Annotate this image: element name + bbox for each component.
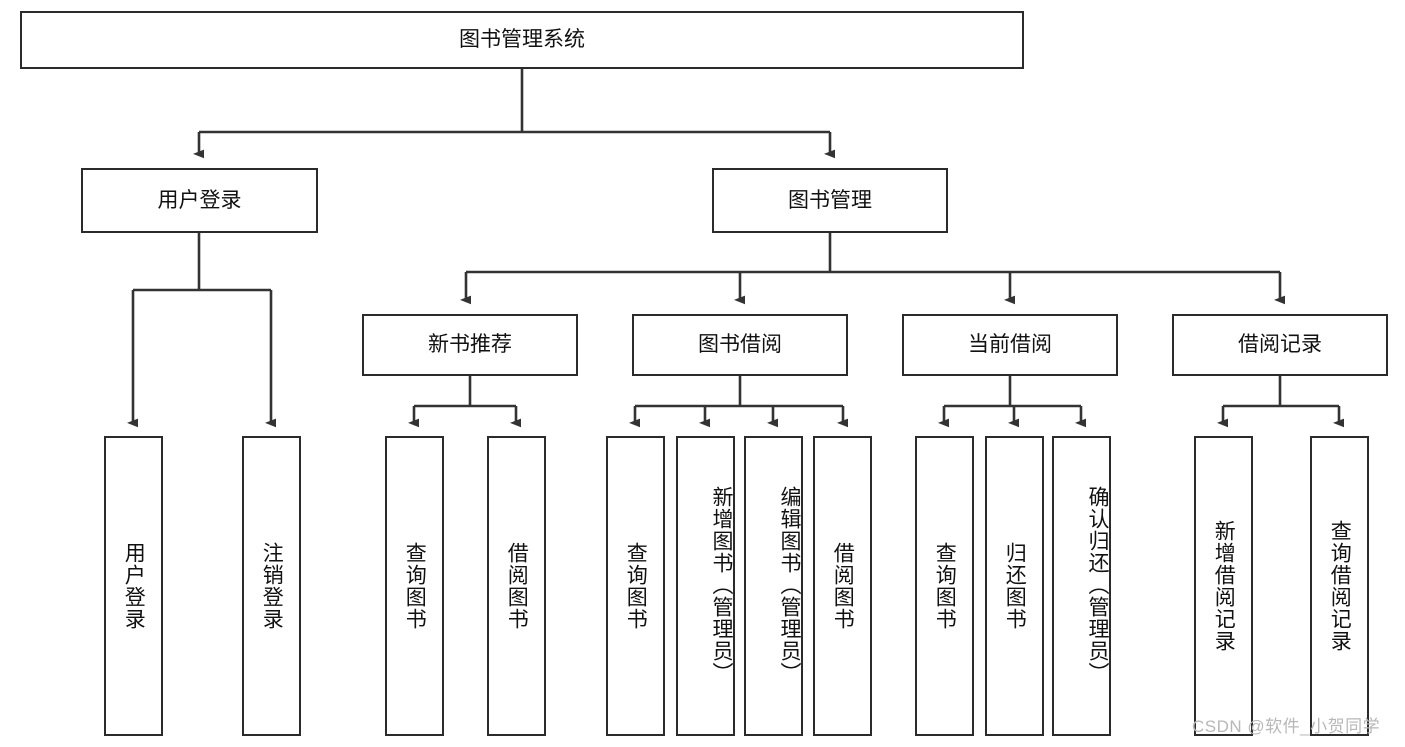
node-label: 图书借阅 xyxy=(698,333,782,357)
node-label: 注销登录 xyxy=(260,542,284,630)
leaf-query-books-recommend[interactable]: 查询图书 xyxy=(385,436,444,736)
node-current-borrow[interactable]: 当前借阅 xyxy=(902,314,1118,376)
node-book-borrow[interactable]: 图书借阅 xyxy=(632,314,848,376)
leaf-user-login[interactable]: 用户登录 xyxy=(104,436,163,736)
node-book-management[interactable]: 图书管理 xyxy=(712,168,948,233)
node-label: 借阅记录 xyxy=(1238,333,1322,357)
node-label: 新书推荐 xyxy=(428,333,512,357)
node-label: 归还图书 xyxy=(1003,542,1027,630)
node-label: 借阅图书 xyxy=(505,542,529,630)
node-user-login[interactable]: 用户登录 xyxy=(81,168,318,233)
leaf-logout[interactable]: 注销登录 xyxy=(242,436,301,736)
leaf-edit-book-admin[interactable]: 编辑图书（管理员） xyxy=(744,436,803,736)
leaf-add-book-admin[interactable]: 新增图书（管理员） xyxy=(676,436,735,736)
leaf-query-books-borrow[interactable]: 查询图书 xyxy=(606,436,665,736)
node-label: 图书管理系统 xyxy=(459,28,585,52)
leaf-add-borrow-record[interactable]: 新增借阅记录 xyxy=(1194,436,1253,736)
node-new-book-recommend[interactable]: 新书推荐 xyxy=(362,314,578,376)
leaf-borrow-books-recommend[interactable]: 借阅图书 xyxy=(487,436,546,736)
leaf-query-books-current[interactable]: 查询图书 xyxy=(915,436,974,736)
node-label: 确认归还（管理员） xyxy=(1086,485,1109,684)
node-label: 查询图书 xyxy=(933,542,957,630)
node-label: 借阅图书 xyxy=(831,542,855,630)
leaf-query-borrow-record[interactable]: 查询借阅记录 xyxy=(1310,436,1369,736)
node-label: 查询借阅记录 xyxy=(1328,520,1352,652)
leaf-return-books[interactable]: 归还图书 xyxy=(985,436,1044,736)
node-label: 新增图书（管理员） xyxy=(710,485,733,684)
node-label: 编辑图书（管理员） xyxy=(778,485,801,684)
node-label: 新增借阅记录 xyxy=(1212,520,1236,652)
node-borrow-records[interactable]: 借阅记录 xyxy=(1172,314,1388,376)
leaf-borrow-books[interactable]: 借阅图书 xyxy=(813,436,872,736)
node-label: 查询图书 xyxy=(624,542,648,630)
node-label: 用户登录 xyxy=(157,188,242,212)
node-root-system[interactable]: 图书管理系统 xyxy=(20,11,1024,69)
node-label: 用户登录 xyxy=(122,542,146,630)
node-label: 当前借阅 xyxy=(968,333,1052,357)
node-label: 图书管理 xyxy=(788,188,872,212)
node-label: 查询图书 xyxy=(403,542,427,630)
leaf-confirm-return-admin[interactable]: 确认归还（管理员） xyxy=(1052,436,1111,736)
